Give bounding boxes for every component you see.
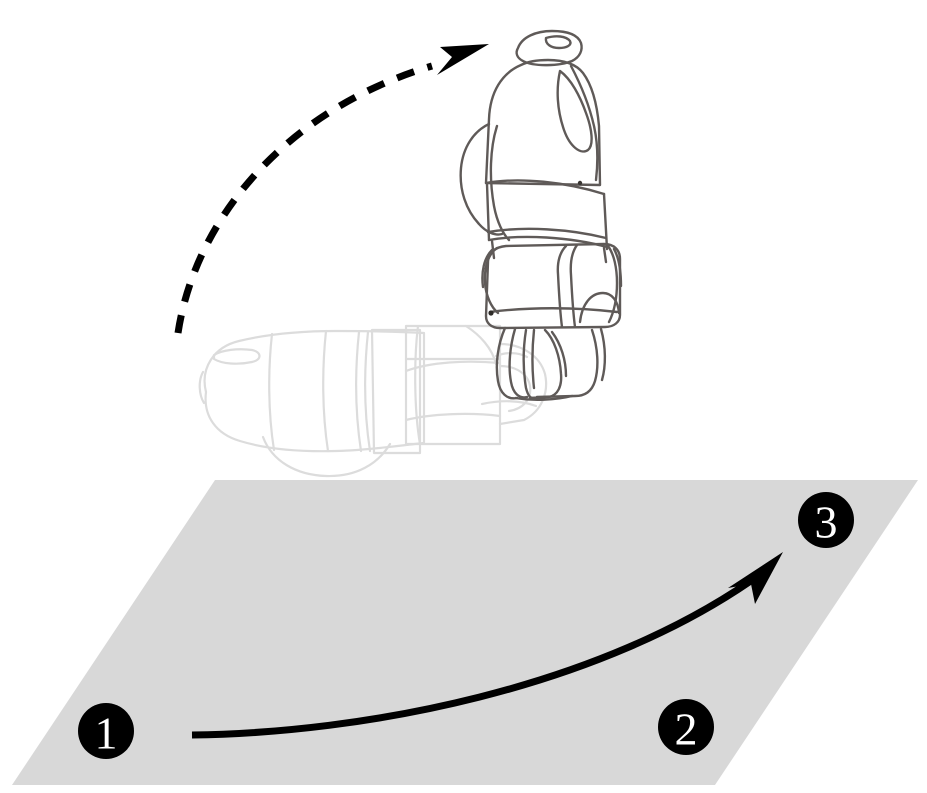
- marker-1-circle[interactable]: [78, 703, 134, 759]
- marker-2-label: 2: [675, 704, 698, 755]
- marker-1-label: 1: [95, 708, 118, 759]
- rotation-arrowhead: [437, 44, 489, 75]
- marker-3-circle[interactable]: [798, 492, 854, 548]
- marker-2-circle[interactable]: [658, 699, 714, 755]
- marker-3[interactable]: 3: [798, 492, 854, 548]
- robot-arm-ghost: [198, 324, 548, 478]
- trajectory-arrowhead: [728, 552, 783, 604]
- marker-3-label: 3: [815, 497, 838, 548]
- trajectory-curve: [191, 552, 783, 739]
- marker-1[interactable]: 1: [78, 703, 134, 759]
- ground-plane: [12, 480, 918, 785]
- marker-2[interactable]: 2: [658, 699, 714, 755]
- robot-arm-upright: [459, 29, 623, 401]
- rotation-dashed-arc: [174, 44, 489, 334]
